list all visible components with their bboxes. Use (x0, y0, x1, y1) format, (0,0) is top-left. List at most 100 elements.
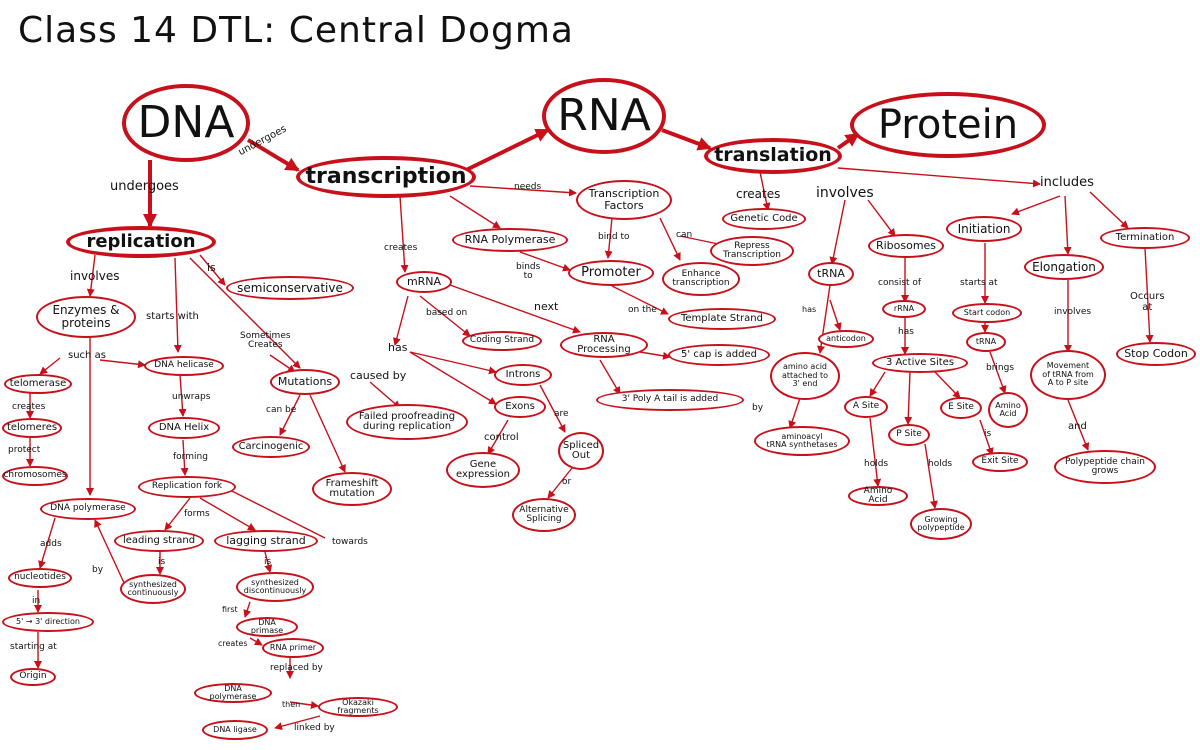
node-template-strand: Template Strand (668, 308, 776, 330)
node-dna-ligase: DNA ligase (202, 720, 268, 740)
link-label: on the (628, 305, 657, 315)
node-promoter: Promoter (568, 260, 654, 286)
edge-rna-translation (661, 128, 712, 151)
link-label: then (282, 700, 301, 709)
link-label: involves (1054, 307, 1092, 317)
node-p-site: P Site (888, 424, 930, 446)
link-label: Occurs at (1130, 291, 1165, 313)
node-termination: Termination (1100, 227, 1190, 249)
node-genetic-code: Genetic Code (722, 208, 806, 230)
node-5-cap: 5' cap is added (668, 344, 770, 366)
link-label: involves (70, 269, 120, 283)
node-exit-site: Exit Site (972, 452, 1028, 472)
link-label: based on (426, 308, 468, 318)
node-transcription-factors: Transcription Factors (576, 180, 672, 220)
node-repress-transcription: Repress Transcription (710, 236, 794, 266)
link-label: protect (8, 445, 41, 455)
node-aminoacyl-trna-synthetases: aminoacyl tRNA synthetases (754, 426, 850, 456)
node-telomerase: telomerase (4, 374, 72, 394)
page-title: Class 14 DTL: Central Dogma (18, 10, 574, 51)
node-rna-processing: RNA Processing (560, 332, 648, 358)
link-label: is (158, 557, 166, 567)
link-label: bind to (598, 232, 630, 242)
node-okazaki-fragments: Okazaki fragments (318, 697, 398, 717)
link-label: can be (266, 405, 297, 415)
node-enhance-transcription: Enhance transcription (662, 262, 740, 296)
node-growing-polypeptide: Growing polypeptide (910, 508, 972, 540)
link-label: creates (12, 402, 46, 412)
node-dna-primase: DNA primase (236, 617, 298, 637)
link-label: forming (173, 452, 208, 462)
node-semiconservative: semiconservative (226, 276, 354, 300)
node-rna: RNA (542, 78, 666, 154)
link-label: involves (816, 185, 874, 201)
node-translation: translation (704, 138, 842, 174)
node-e-site: E Site (940, 397, 982, 419)
link-label: or (562, 477, 572, 487)
link-label: in (32, 596, 41, 606)
link-label: has (802, 305, 817, 314)
link-label: control (484, 432, 519, 443)
node-stop-codon: Stop Codon (1116, 342, 1196, 366)
node-movement-trna: Movement of tRNA from A to P site (1030, 350, 1106, 400)
link-label: includes (1040, 175, 1094, 190)
node-initiation: Initiation (946, 216, 1022, 242)
node-trna: tRNA (808, 262, 854, 286)
node-origin: Origin (10, 668, 56, 686)
link-label: is (264, 557, 272, 567)
link-label: creates (384, 243, 418, 253)
node-rna-polymerase: RNA Polymerase (452, 228, 568, 252)
node-direction: 5' → 3' direction (2, 612, 94, 632)
link-label: linked by (294, 723, 335, 733)
link-label: starting at (10, 642, 57, 652)
node-spliced-out: Spliced Out (558, 432, 604, 470)
node-exons: Exons (494, 396, 546, 418)
node-telomeres: telomeres (2, 418, 62, 438)
node-synthesized-continuously: synthesized continuously (120, 574, 186, 604)
node-poly-a-tail: 3' Poly A tail is added (596, 389, 744, 411)
node-replication: replication (66, 226, 216, 258)
link-label: holds (864, 459, 889, 469)
node-alternative-splicing: Alternative Splicing (512, 498, 576, 532)
node-elongation: Elongation (1024, 254, 1104, 280)
node-amino-acid-2: Amino Acid (988, 392, 1028, 428)
node-nucleotides: nucleotides (8, 568, 72, 588)
link-label: adds (40, 539, 62, 549)
node-lagging-strand: lagging strand (214, 530, 318, 552)
node-a-site: A Site (844, 396, 888, 418)
link-label: is (207, 261, 216, 274)
node-chromosomes: chromosomes (2, 466, 68, 486)
link-label: undergoes (110, 179, 179, 194)
node-synthesized-discontinuously: synthesized discontinuously (236, 572, 314, 602)
node-dna-polymerase: DNA polymerase (40, 498, 136, 520)
node-coding-strand: Coding Strand (462, 331, 542, 351)
link-label: brings (986, 363, 1015, 373)
node-failed-proofreading: Failed proofreading during replication (346, 404, 468, 440)
link-label: starts at (960, 278, 998, 288)
node-rna-primer: RNA primer (262, 638, 324, 658)
node-enzymes: Enzymes & proteins (36, 296, 136, 338)
link-label: creates (218, 639, 248, 648)
link-label: binds to (516, 262, 541, 282)
link-label: towards (332, 537, 368, 547)
link-label: holds (928, 459, 953, 469)
node-leading-strand: leading strand (114, 530, 204, 552)
link-label: has (898, 327, 914, 337)
link-label: is (984, 429, 992, 439)
link-label: forms (184, 509, 210, 519)
link-label: can (676, 230, 693, 240)
node-transcription: transcription (296, 156, 476, 198)
node-dna-helicase: DNA helicase (144, 356, 224, 376)
link-label: such as (68, 350, 106, 361)
node-amino-acid: Amino Acid (848, 486, 908, 506)
node-trna-2: tRNA (966, 332, 1006, 352)
link-label: starts with (146, 311, 199, 322)
link-label: needs (514, 182, 542, 192)
node-dna: DNA (122, 84, 250, 162)
node-dna-helix: DNA Helix (148, 417, 220, 439)
link-label: creates (736, 187, 781, 201)
link-label: next (534, 300, 559, 313)
node-protein: Protein (850, 92, 1046, 158)
link-label: by (92, 565, 104, 575)
